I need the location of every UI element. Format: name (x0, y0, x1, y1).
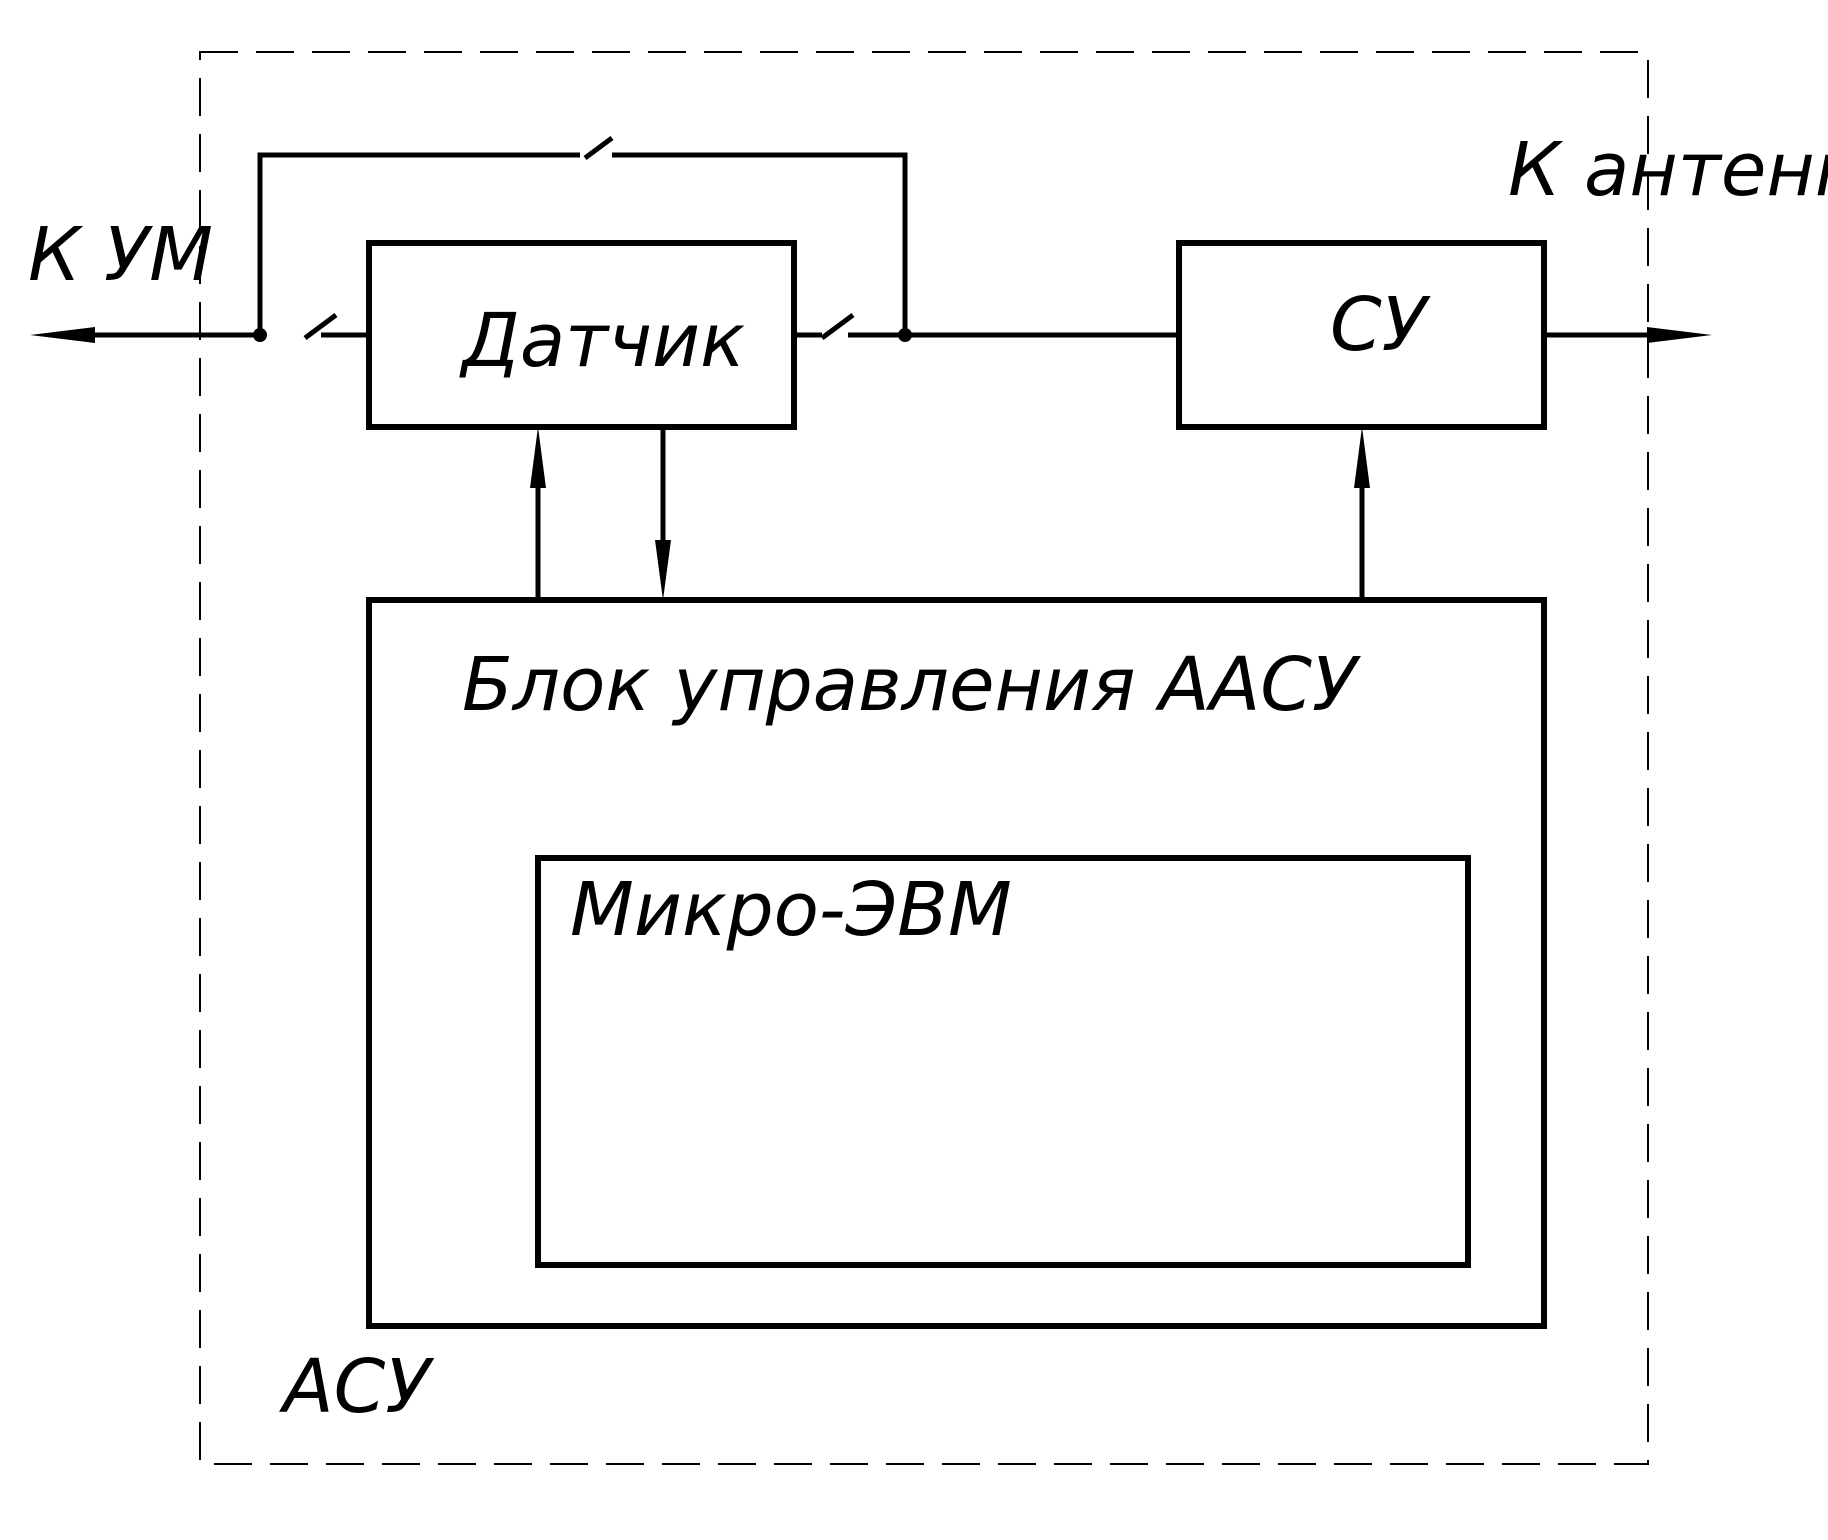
arrow-to-antenna (1647, 327, 1712, 343)
label-to-amplifier: К УМ (28, 212, 213, 298)
label-matching-device: СУ (1330, 282, 1432, 368)
label-microcomputer: Микро-ЭВМ (570, 867, 1012, 953)
junction-node-right (898, 328, 912, 342)
switch-right-open (820, 312, 855, 341)
arrow-control-to-matching-device (1354, 427, 1370, 488)
switch-left-open (303, 312, 338, 341)
arrow-control-to-sensor (530, 427, 546, 488)
control-unit-block (366, 597, 1547, 1329)
bypass-switch-open (583, 135, 614, 161)
label-system: АСУ (279, 1344, 435, 1430)
arrow-to-amplifier (30, 327, 95, 343)
arrow-sensor-to-control (655, 540, 671, 600)
label-control-unit: Блок управления ААСУ (462, 642, 1362, 728)
microcomputer-block (535, 855, 1471, 1268)
bypass-line-left (257, 152, 580, 335)
system-boundary (199, 51, 1649, 1465)
label-sensor: Датчик (459, 298, 745, 384)
label-to-antenna: К антенне (1508, 127, 1828, 213)
bypass-line-right (612, 152, 908, 335)
junction-node-left (253, 328, 267, 342)
